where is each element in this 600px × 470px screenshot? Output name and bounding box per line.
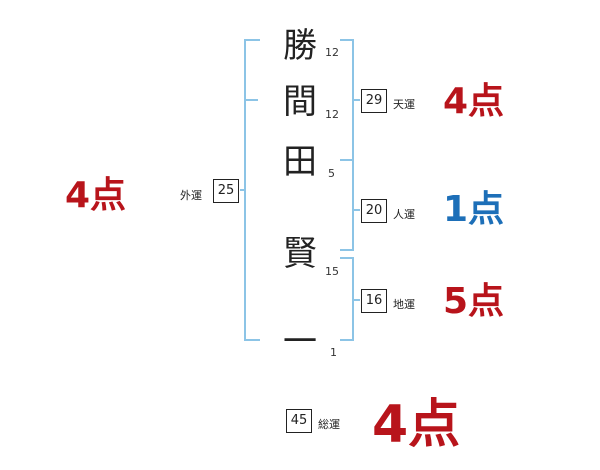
ten-label: 天運 [393,98,415,111]
chi-score: 5点 [443,281,505,322]
name-char-1: 勝 [283,26,317,66]
chi-label: 地運 [393,298,415,311]
stroke-count-2: 12 [325,108,339,121]
stroke-count-3: 5 [328,167,335,180]
name-char-3: 田 [283,142,317,182]
gai-value-box: 25 [213,179,239,203]
name-char-5: 一 [283,322,317,362]
jin-score: 1点 [443,189,505,230]
stroke-count-5: 1 [330,346,337,359]
outer-bracket [244,39,260,341]
sou-score: 4点 [372,395,461,455]
sou-value-box: 45 [286,409,312,433]
name-char-2: 間 [283,82,317,122]
chi-bracket [340,257,354,341]
ten-score: 4点 [443,81,505,122]
sou-label: 総運 [318,418,340,431]
jin-bracket [340,159,354,251]
stroke-count-1: 12 [325,46,339,59]
gai-score: 4点 [65,175,127,216]
chi-value-box: 16 [361,289,387,313]
gai-label: 外運 [180,189,202,202]
jin-value-box: 20 [361,199,387,223]
stroke-count-4: 15 [325,265,339,278]
jin-label: 人運 [393,208,415,221]
name-char-4: 賢 [283,234,317,274]
ten-bracket [340,39,354,161]
ten-value-box: 29 [361,89,387,113]
